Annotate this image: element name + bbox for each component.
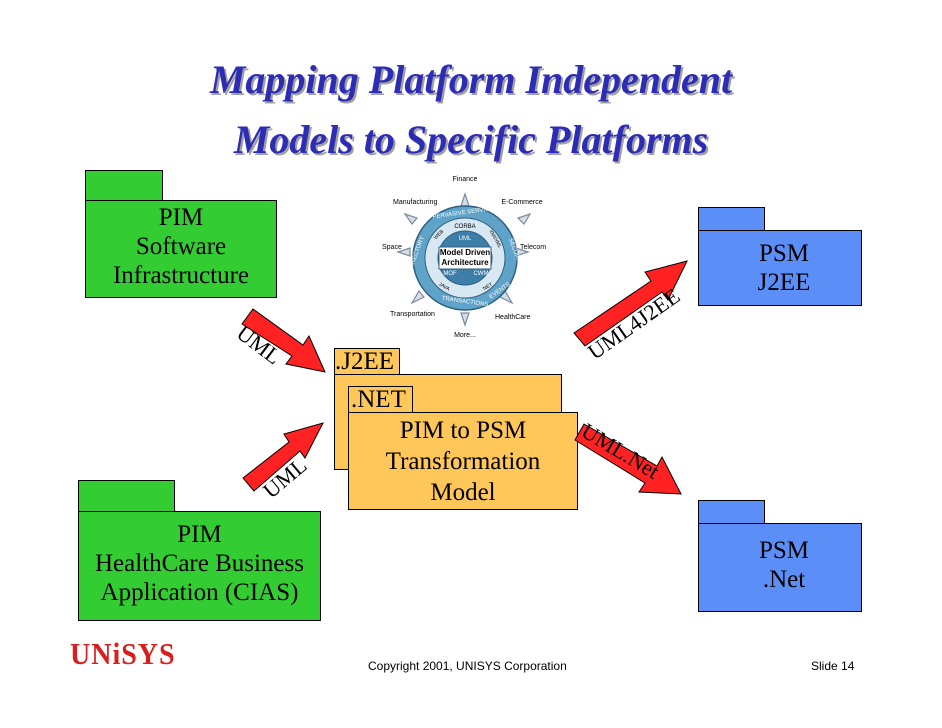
psm-j2ee-line2: J2EE	[757, 269, 811, 296]
transform-line1: PIM to PSM	[399, 417, 527, 444]
pim-software-line2: Software	[135, 233, 227, 260]
mda-inner-top: CORBA	[454, 224, 476, 230]
net-tab: .NET	[348, 386, 413, 413]
title-line-2: Models to Specific Platforms	[233, 117, 709, 162]
spoke-more: More...	[454, 332, 476, 339]
spoke-healthcare: HealthCare	[495, 314, 531, 321]
slide-title: Mapping Platform Independent Models to S…	[0, 50, 942, 170]
mda-inner-cwm: CWM	[473, 271, 489, 277]
spoke-finance: Finance	[452, 176, 478, 183]
pim-software-label: PIM Software Infrastructure	[86, 203, 276, 290]
mda-center-text: Model Driven Architecture	[436, 248, 494, 268]
spoke-transportation: Transportation	[390, 311, 435, 318]
mda-inner-mof: MOF	[443, 271, 457, 277]
pim-software-package: PIM Software Infrastructure	[85, 200, 277, 298]
spoke-manufacturing: Manufacturing	[393, 199, 438, 206]
j2ee-tab-label: .J2EE	[335, 348, 395, 375]
uml-j2ee-arrow	[573, 260, 688, 347]
copyright-text: Copyright 2001, UNISYS Corporation	[368, 659, 567, 673]
slide-number: Slide 14	[811, 659, 855, 673]
net-tab-label: .NET	[351, 386, 406, 413]
uml-top-arrow	[241, 308, 326, 373]
transformation-model-box: PIM to PSM Transformation Model	[348, 412, 578, 510]
psm-net-label: PSM .Net	[729, 536, 839, 594]
pim-health-tab	[78, 480, 175, 512]
transform-line3: Model	[430, 479, 496, 506]
psm-net-package: PSM .Net	[698, 523, 862, 612]
spoke-telecom: Telecom	[520, 244, 547, 251]
psm-j2ee-label: PSM J2EE	[729, 239, 839, 297]
pim-health-line2: HealthCare Business	[95, 550, 304, 577]
transformation-model-label: PIM to PSM Transformation Model	[349, 415, 577, 508]
pim-software-line3: Infrastructure	[112, 262, 250, 289]
uml-bottom-arrow	[242, 422, 324, 492]
unisys-logo: UNiSYS	[70, 637, 176, 672]
mda-inner-uml: UML	[458, 236, 472, 242]
mda-emblem	[396, 192, 532, 327]
pim-health-package: PIM HealthCare Business Application (CIA…	[78, 511, 321, 621]
psm-j2ee-line1: PSM	[758, 240, 810, 267]
pim-health-line3: Application (CIAS)	[100, 579, 299, 606]
spoke-space: Space	[382, 244, 402, 251]
pim-software-line1: PIM	[158, 204, 204, 231]
mda-center-line2: Architecture	[441, 258, 489, 267]
pim-health-line1: PIM	[177, 521, 222, 548]
transform-line2: Transformation	[385, 448, 541, 475]
psm-j2ee-package: PSM J2EE	[698, 230, 862, 306]
psm-net-line1: PSM	[758, 537, 810, 564]
spoke-ecommerce: E-Commerce	[501, 199, 543, 206]
mda-center-line1: Model Driven	[439, 248, 491, 257]
pim-health-label: PIM HealthCare Business Application (CIA…	[79, 520, 320, 607]
psm-net-line2: .Net	[762, 566, 806, 593]
uml-net-arrow	[574, 423, 682, 495]
title-line-1: Mapping Platform Independent	[209, 57, 733, 102]
